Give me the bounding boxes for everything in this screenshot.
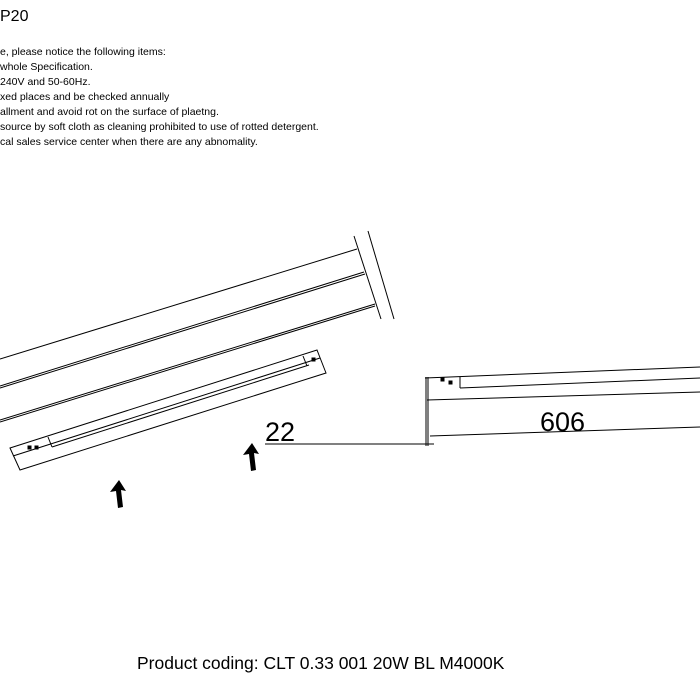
notice-item: xed places and be checked annually (0, 91, 170, 103)
notice-item: 240V and 50-60Hz. (0, 76, 91, 88)
product-coding: Product coding: CLT 0.33 001 20W BL M400… (137, 653, 505, 673)
profile-side-view (265, 366, 700, 446)
notice-item: cal sales service center when there are … (0, 136, 258, 148)
light-fixture (9, 349, 327, 471)
length-dimension: 606 (540, 407, 585, 437)
arrow-icon (110, 480, 126, 508)
notice-item: allment and avoid rot on the surface of … (0, 106, 219, 118)
notice-item: e, please notice the following items: (0, 46, 166, 58)
notice-item: source by soft cloth as cleaning prohibi… (0, 121, 319, 133)
track-rail (0, 230, 395, 423)
height-dimension: 22 (265, 417, 295, 447)
arrow-icon (243, 443, 259, 471)
page-title: P20 (0, 8, 29, 25)
notice-list: e, please notice the following items: wh… (0, 45, 319, 150)
notice-item: whole Specification. (0, 61, 93, 73)
